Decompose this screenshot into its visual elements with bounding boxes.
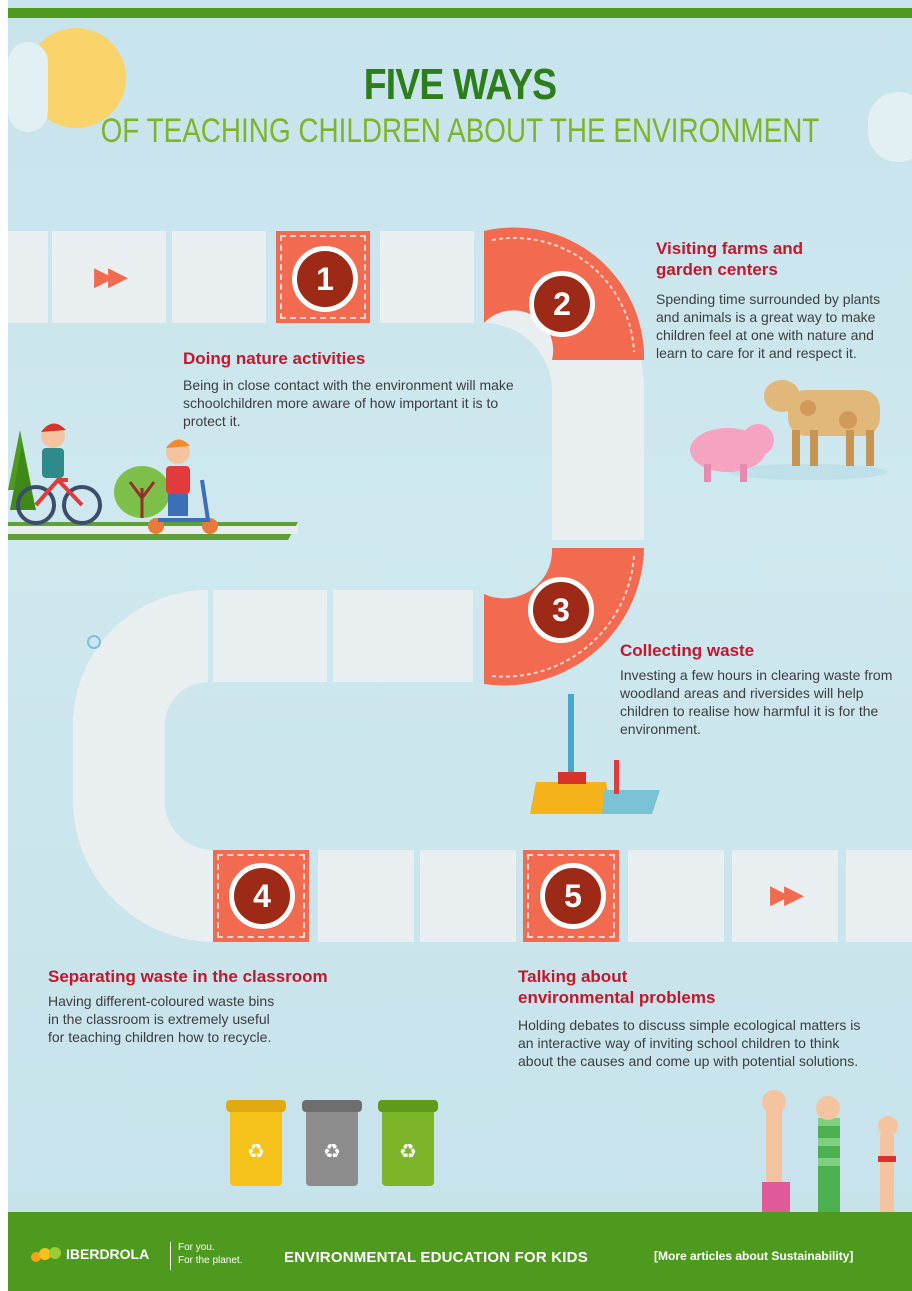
board-tile <box>172 231 266 323</box>
recycling-bins-illustration: ♻ ♻ ♻ <box>226 1100 438 1186</box>
footer-title: ENVIRONMENTAL EDUCATION FOR KIDS <box>284 1249 588 1266</box>
step-number-3: 3 <box>528 577 594 643</box>
footer-bar: IBERDROLA For you. For the planet. ENVIR… <box>8 1212 912 1291</box>
step-5-body: Holding debates to discuss simple ecolog… <box>518 1017 861 1069</box>
step-number-5: 5 <box>540 863 606 929</box>
kids-cycling-illustration <box>8 423 298 540</box>
svg-text:♻: ♻ <box>247 1139 265 1163</box>
top-bar <box>8 8 912 18</box>
step-1-body: Being in close contact with the environm… <box>183 377 514 429</box>
infographic-page: FIVE WAYS OF TEACHING CHILDREN ABOUT THE… <box>8 0 912 1291</box>
step-number-1: 1 <box>292 246 358 312</box>
board-tile <box>380 231 474 323</box>
step-3-body: Investing a few hours in clearing waste … <box>620 667 893 737</box>
board-tile <box>846 850 912 942</box>
brand-name: IBERDROLA <box>66 1246 150 1262</box>
broom-dustpan-illustration <box>530 694 660 814</box>
footer-divider <box>170 1242 171 1270</box>
more-articles-link[interactable]: [More articles about Sustainability] <box>654 1249 854 1263</box>
svg-text:♻: ♻ <box>323 1139 341 1163</box>
farm-animals-illustration <box>690 380 888 482</box>
iberdrola-logo-icon <box>31 1247 61 1262</box>
brand-tagline: For you. For the planet. <box>178 1241 242 1267</box>
board-tile <box>420 850 516 942</box>
board-tile <box>318 850 414 942</box>
page-subtitle: OF TEACHING CHILDREN ABOUT THE ENVIRONME… <box>100 112 820 150</box>
tagline-line-2: For the planet. <box>178 1255 243 1266</box>
board-tile <box>52 231 166 323</box>
board-tile <box>732 850 838 942</box>
step-number-2: 2 <box>529 271 595 337</box>
board-tile <box>333 590 473 682</box>
curve-tile <box>73 590 213 942</box>
step-3-title: Collecting waste <box>620 641 755 660</box>
tagline-line-1: For you. <box>178 1242 215 1253</box>
svg-text:♻: ♻ <box>399 1139 417 1163</box>
forward-arrow-icon: ▶▶ <box>770 880 804 910</box>
forward-arrow-icon: ▶▶ <box>94 262 128 292</box>
step-2-title: Visiting farms and garden centers <box>656 239 804 279</box>
board-tile <box>628 850 724 942</box>
cloud-illustration <box>868 92 912 162</box>
board-tile <box>8 231 48 323</box>
step-4-body: Having different-coloured waste bins in … <box>48 993 275 1045</box>
board-tile <box>213 590 327 682</box>
page-title: FIVE WAYS <box>363 60 557 109</box>
raised-hands-illustration <box>762 1090 898 1212</box>
board-curves <box>73 227 645 942</box>
step-4-title: Separating waste in the classroom <box>48 967 328 986</box>
step-1-title: Doing nature activities <box>183 349 366 368</box>
step-2-body: Spending time surrounded by plants and a… <box>656 291 881 361</box>
cloud-illustration <box>8 42 48 132</box>
step-number-4: 4 <box>229 863 295 929</box>
step-5-title: Talking about environmental problems <box>518 967 716 1007</box>
